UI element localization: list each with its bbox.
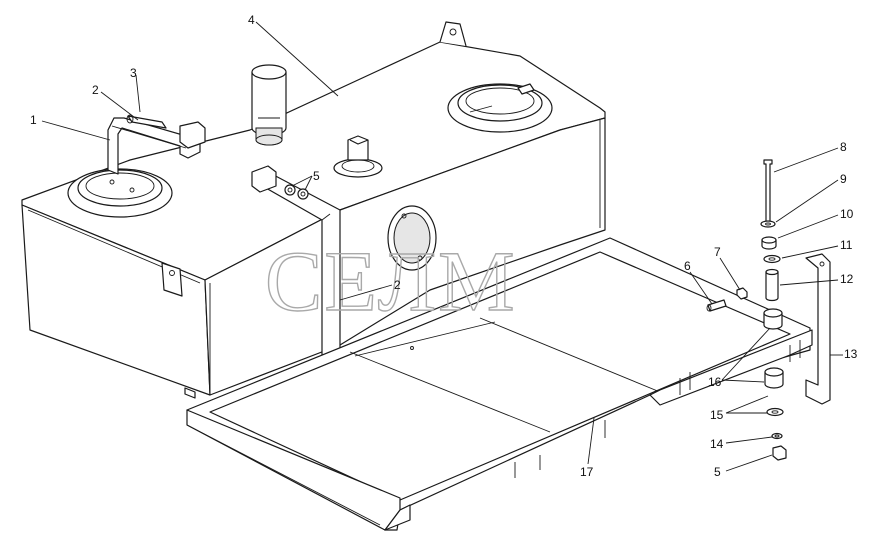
callout-2-strap: 2 — [394, 278, 401, 292]
bolt-6 — [706, 299, 727, 312]
tank-support-frame — [186, 237, 813, 531]
cushion-16-upper — [763, 308, 783, 330]
callout-4: 4 — [248, 13, 255, 27]
callout-1: 1 — [30, 113, 37, 127]
handle-bracket — [107, 114, 206, 175]
nut-5 — [772, 445, 787, 461]
callout-6: 6 — [684, 259, 691, 273]
callout-2-handle: 2 — [92, 83, 99, 97]
mounting-bracket — [805, 253, 831, 405]
callout-17: 17 — [580, 465, 594, 479]
washer-9 — [760, 220, 776, 228]
callout-12: 12 — [840, 272, 854, 286]
leader-lines — [41, 21, 843, 472]
callout-14: 14 — [710, 437, 724, 451]
callout-7: 7 — [714, 245, 721, 259]
cushion-10 — [761, 236, 777, 250]
callout-8: 8 — [840, 140, 847, 154]
breather-filter — [251, 64, 287, 146]
callout-11: 11 — [840, 238, 853, 252]
bolt-8 — [763, 159, 773, 223]
strap-bolts — [284, 184, 309, 200]
callout-5-top: 5 — [313, 169, 320, 183]
washer-11 — [763, 254, 781, 264]
left-filler-cap — [67, 168, 173, 218]
washer-14 — [771, 432, 783, 440]
callout-3: 3 — [130, 66, 137, 80]
callout-10: 10 — [840, 207, 854, 221]
callout-5-bottom: 5 — [714, 465, 721, 479]
callout-9: 9 — [840, 172, 847, 186]
callout-15: 15 — [710, 408, 724, 422]
washer-15 — [766, 407, 784, 417]
callout-labels: 1 2 3 4 5 2 6 7 8 9 10 11 12 13 16 15 14… — [30, 13, 858, 479]
sleeve-12 — [765, 268, 779, 302]
callout-13: 13 — [844, 347, 858, 361]
watermark-text: СЕЛМ — [265, 233, 517, 329]
level-sender — [333, 135, 383, 178]
cushion-16-lower — [764, 367, 784, 389]
nut-7 — [736, 287, 748, 300]
inspection-port — [387, 205, 437, 271]
callout-16: 16 — [708, 375, 722, 389]
right-filler-cap — [447, 83, 553, 133]
